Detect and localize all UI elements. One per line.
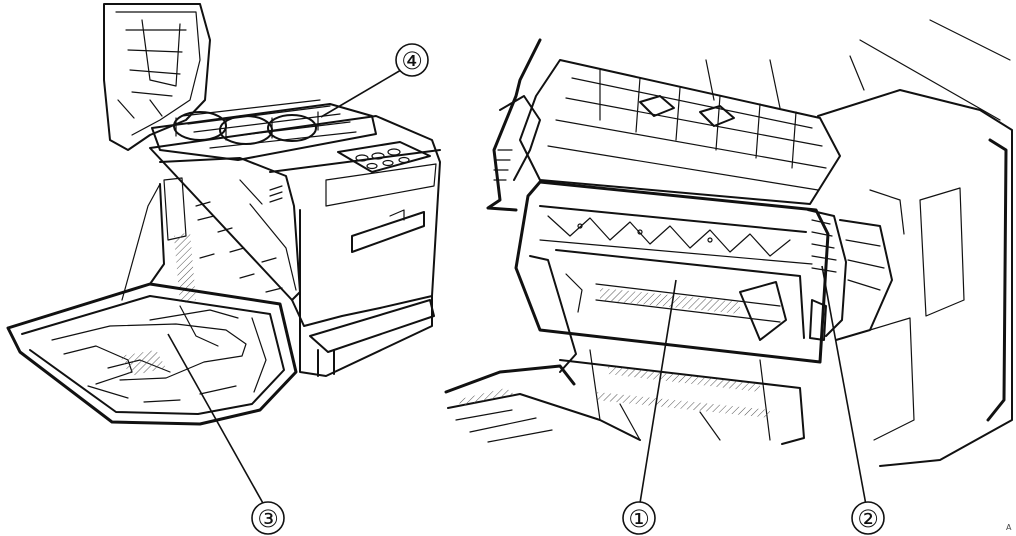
- fuser-connector: [807, 189, 905, 341]
- leader-lines: [167, 69, 867, 506]
- callout-3: ③: [251, 501, 285, 535]
- front-door-opened: [6, 183, 298, 426]
- callout-4-label: ④: [401, 47, 423, 75]
- printer-body: [149, 115, 441, 377]
- fuser-unit: [514, 180, 830, 364]
- printer-interior: [159, 157, 301, 304]
- callout-3-label: ③: [257, 505, 279, 533]
- control-panel: [337, 141, 431, 173]
- transfer-belt-edge: [444, 364, 641, 443]
- leader-line-3: [167, 333, 265, 506]
- callout-2-label: ②: [857, 505, 879, 533]
- toner-cartridges: [151, 99, 377, 161]
- left-frame: [486, 38, 583, 373]
- printer-side-panels: [705, 19, 1013, 467]
- callout-1-label: ①: [628, 505, 650, 533]
- callout-4: ④: [395, 43, 429, 77]
- leader-line-1: [639, 279, 677, 504]
- leader-line-2: [821, 265, 867, 506]
- upper-paper-guide: [519, 59, 841, 205]
- opened-top-cover: [103, 3, 211, 151]
- leader-line-4: [320, 69, 402, 118]
- paper-tray-slot: [351, 211, 425, 253]
- lower-transfer-area: [559, 349, 805, 445]
- corner-mark: A: [1006, 523, 1012, 532]
- right-fuser-illustration: [444, 19, 1013, 467]
- left-printer-illustration: [6, 3, 441, 426]
- callout-1: ①: [622, 501, 656, 535]
- callout-2: ②: [851, 501, 885, 535]
